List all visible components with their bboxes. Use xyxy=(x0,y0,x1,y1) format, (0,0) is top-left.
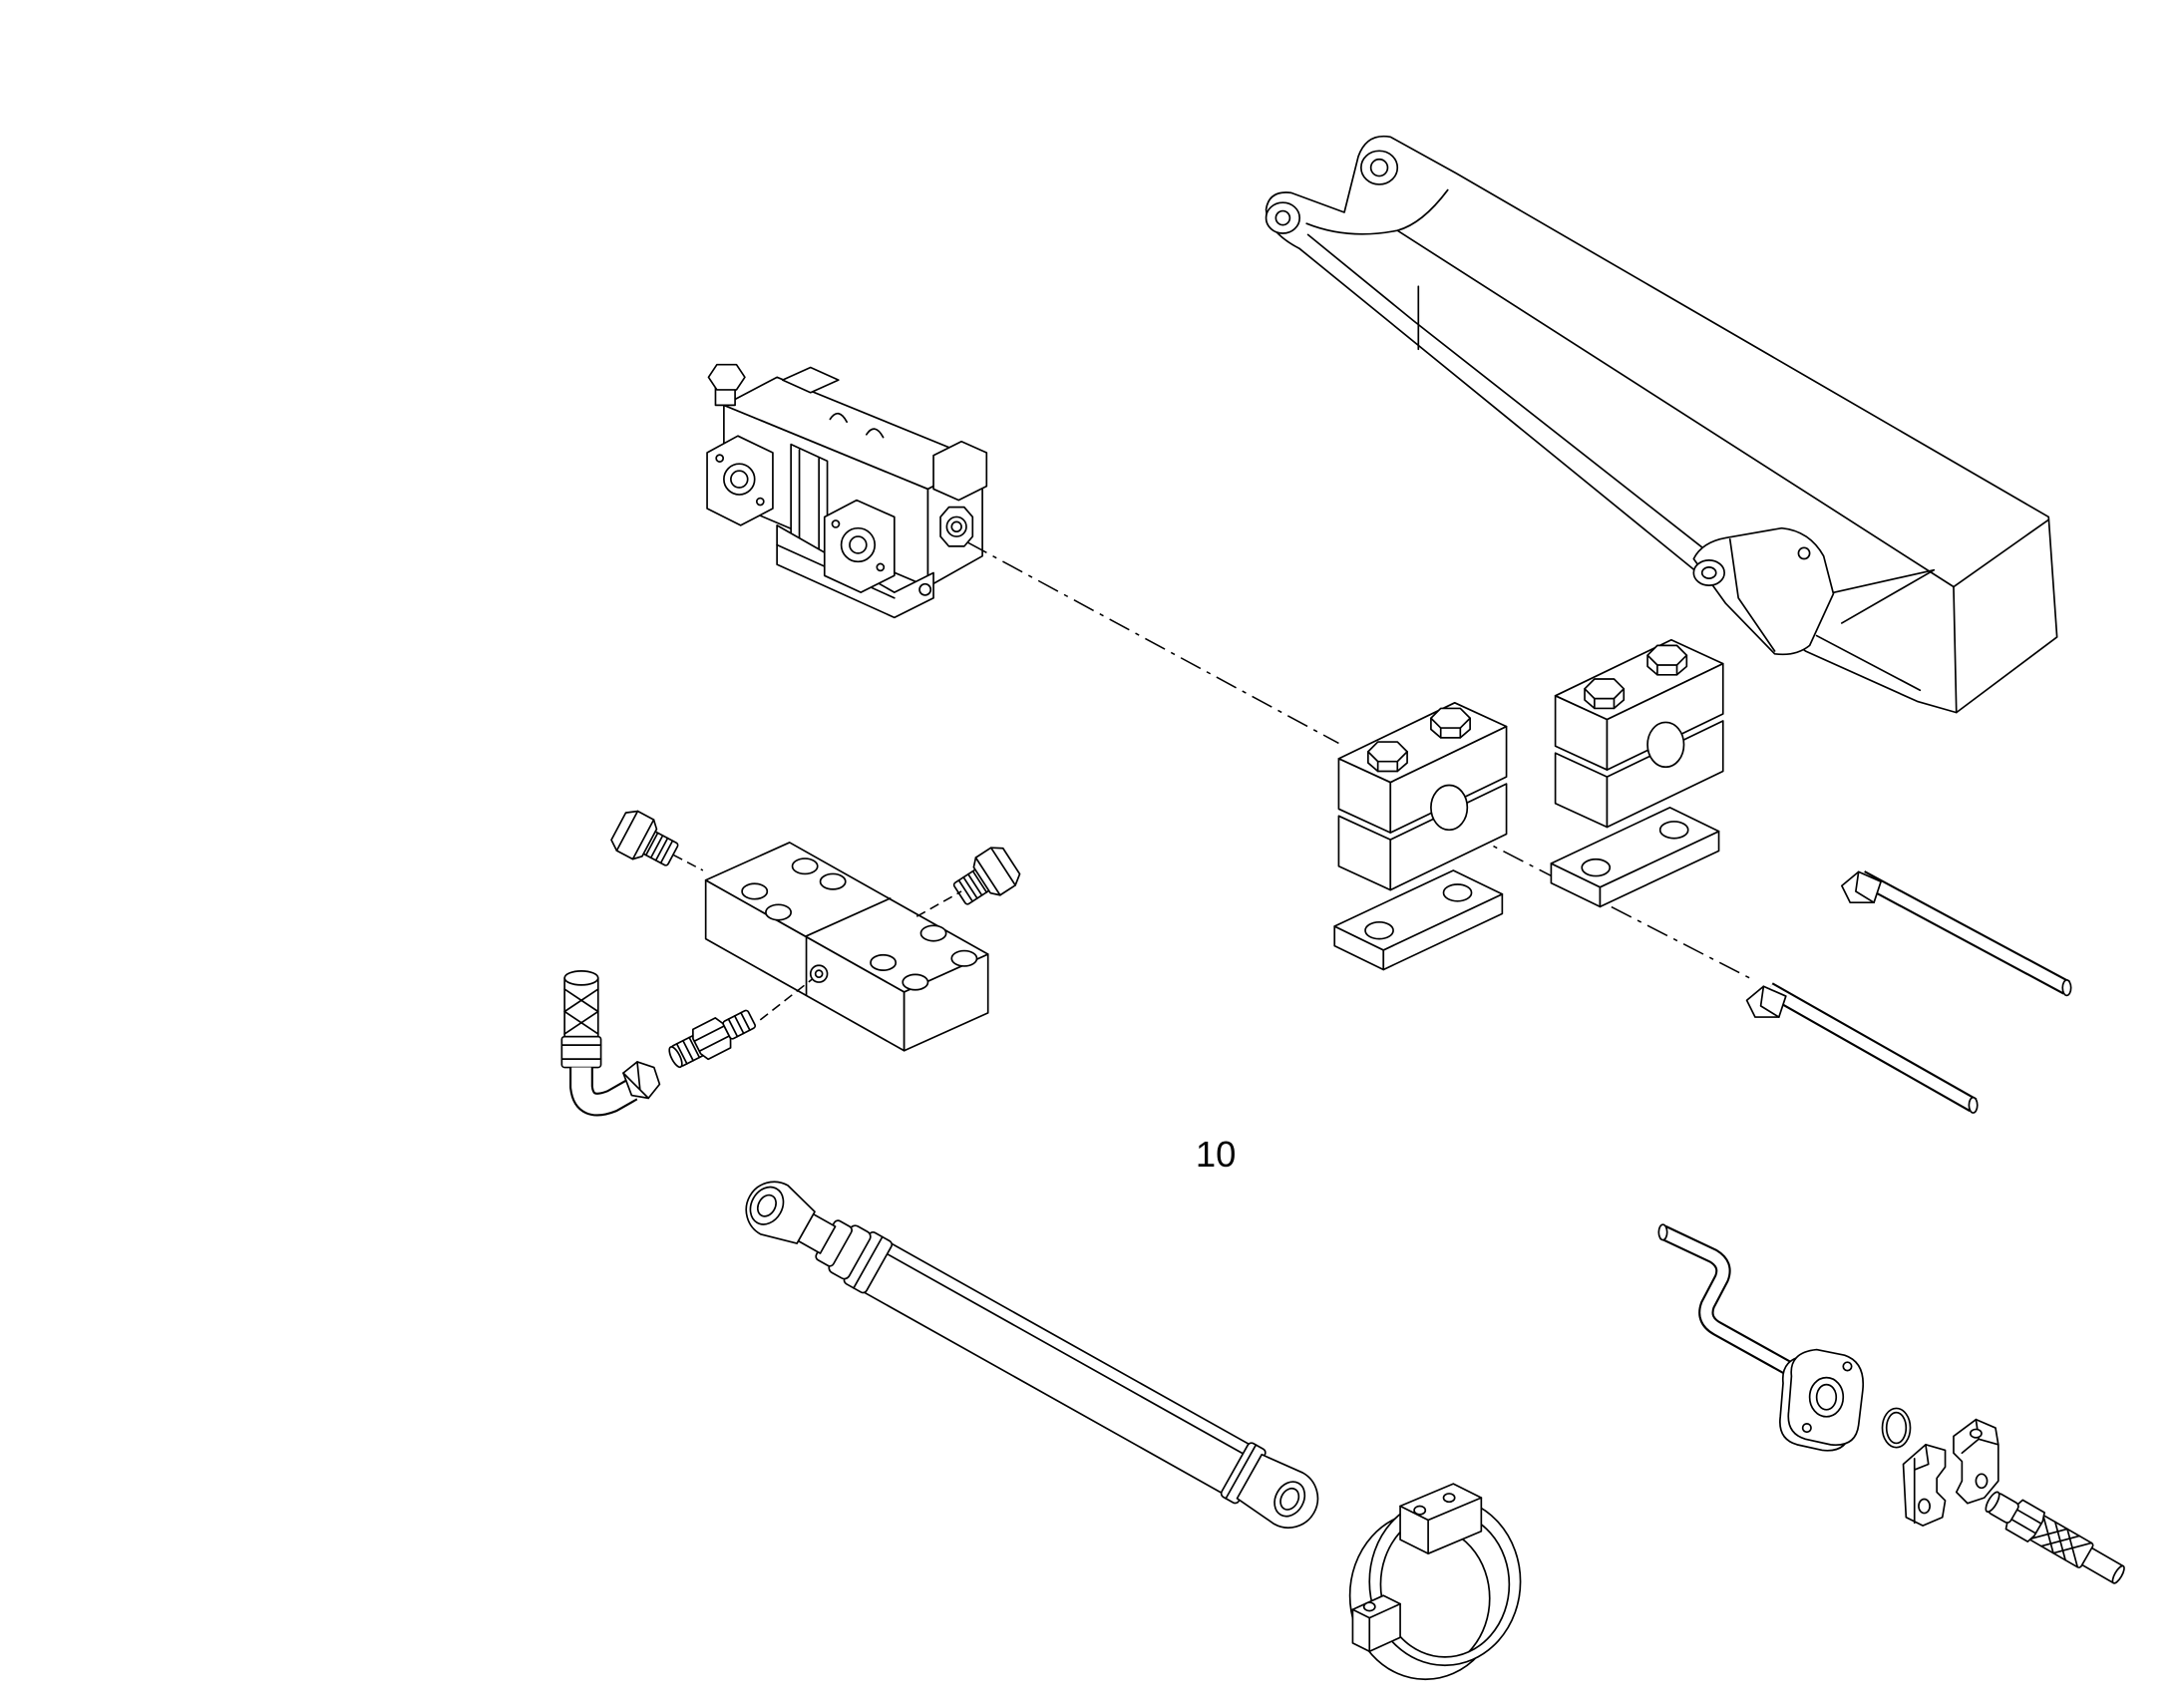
o-ring xyxy=(1881,1407,1912,1449)
split-flange-half-left xyxy=(1902,1444,1947,1527)
pipe-clamp-1 xyxy=(1333,701,1508,971)
lower-pivot-eye xyxy=(1265,201,1301,234)
clamp-ring xyxy=(1348,1483,1522,1681)
clamp-lower-block xyxy=(1554,720,1724,829)
assembly-centerline xyxy=(1466,832,1750,979)
cylinder-rod-eye xyxy=(745,1181,816,1244)
manifold-port-holes xyxy=(741,857,978,991)
upper-pivot-eye xyxy=(1359,150,1399,185)
nipple-fitting xyxy=(668,1009,757,1069)
assembly-centerline xyxy=(966,540,1339,745)
leader-line xyxy=(915,890,962,917)
tube-flange xyxy=(1779,1348,1865,1452)
manifold-block xyxy=(704,842,989,1052)
leader-line xyxy=(673,854,704,871)
control-valve xyxy=(706,363,988,619)
split-flange-half-right xyxy=(1953,1418,1999,1505)
valve-flange-right xyxy=(823,499,896,593)
hydraulic-cylinder xyxy=(745,1181,1319,1529)
cylinder-mount-bracket xyxy=(1692,526,1835,656)
elbow-hose-fitting xyxy=(560,970,661,1117)
pipe-upper xyxy=(1841,870,2072,997)
clamp-lower-block xyxy=(1337,783,1508,891)
cylinder-barrel xyxy=(862,1241,1253,1496)
hose-end-fitting xyxy=(1985,1491,2125,1584)
pipe-clamp-2 xyxy=(1550,638,1724,908)
hex-bolt-head xyxy=(1430,707,1471,739)
valve-side-port xyxy=(939,506,974,547)
bent-tube xyxy=(1657,1223,1807,1383)
cylinder-gland xyxy=(815,1219,894,1294)
manifold-side-port xyxy=(809,964,829,983)
boom-arm xyxy=(1265,135,2058,714)
clamp-bore xyxy=(1646,721,1685,769)
leader-line xyxy=(759,978,813,1021)
clamp-base-plate xyxy=(1333,869,1504,971)
hex-bolt-head xyxy=(1584,678,1626,710)
clamp-base-plate xyxy=(1550,807,1720,908)
plug-left xyxy=(610,810,679,866)
valve-top-fitting xyxy=(707,363,746,407)
hex-bolt-head xyxy=(1367,741,1408,773)
valve-flange-left xyxy=(706,435,774,526)
hex-bolt-head xyxy=(1646,644,1688,676)
callout-number: 10 xyxy=(1196,1134,1237,1175)
pipe-lower xyxy=(1745,982,1979,1114)
clamp-ring-bottom-lug xyxy=(1351,1594,1401,1653)
clamp-bore xyxy=(1430,784,1469,832)
cylinder-rear-eye xyxy=(1236,1453,1319,1529)
clamp-ring-top-lug xyxy=(1399,1483,1483,1555)
plug-right xyxy=(952,847,1021,905)
